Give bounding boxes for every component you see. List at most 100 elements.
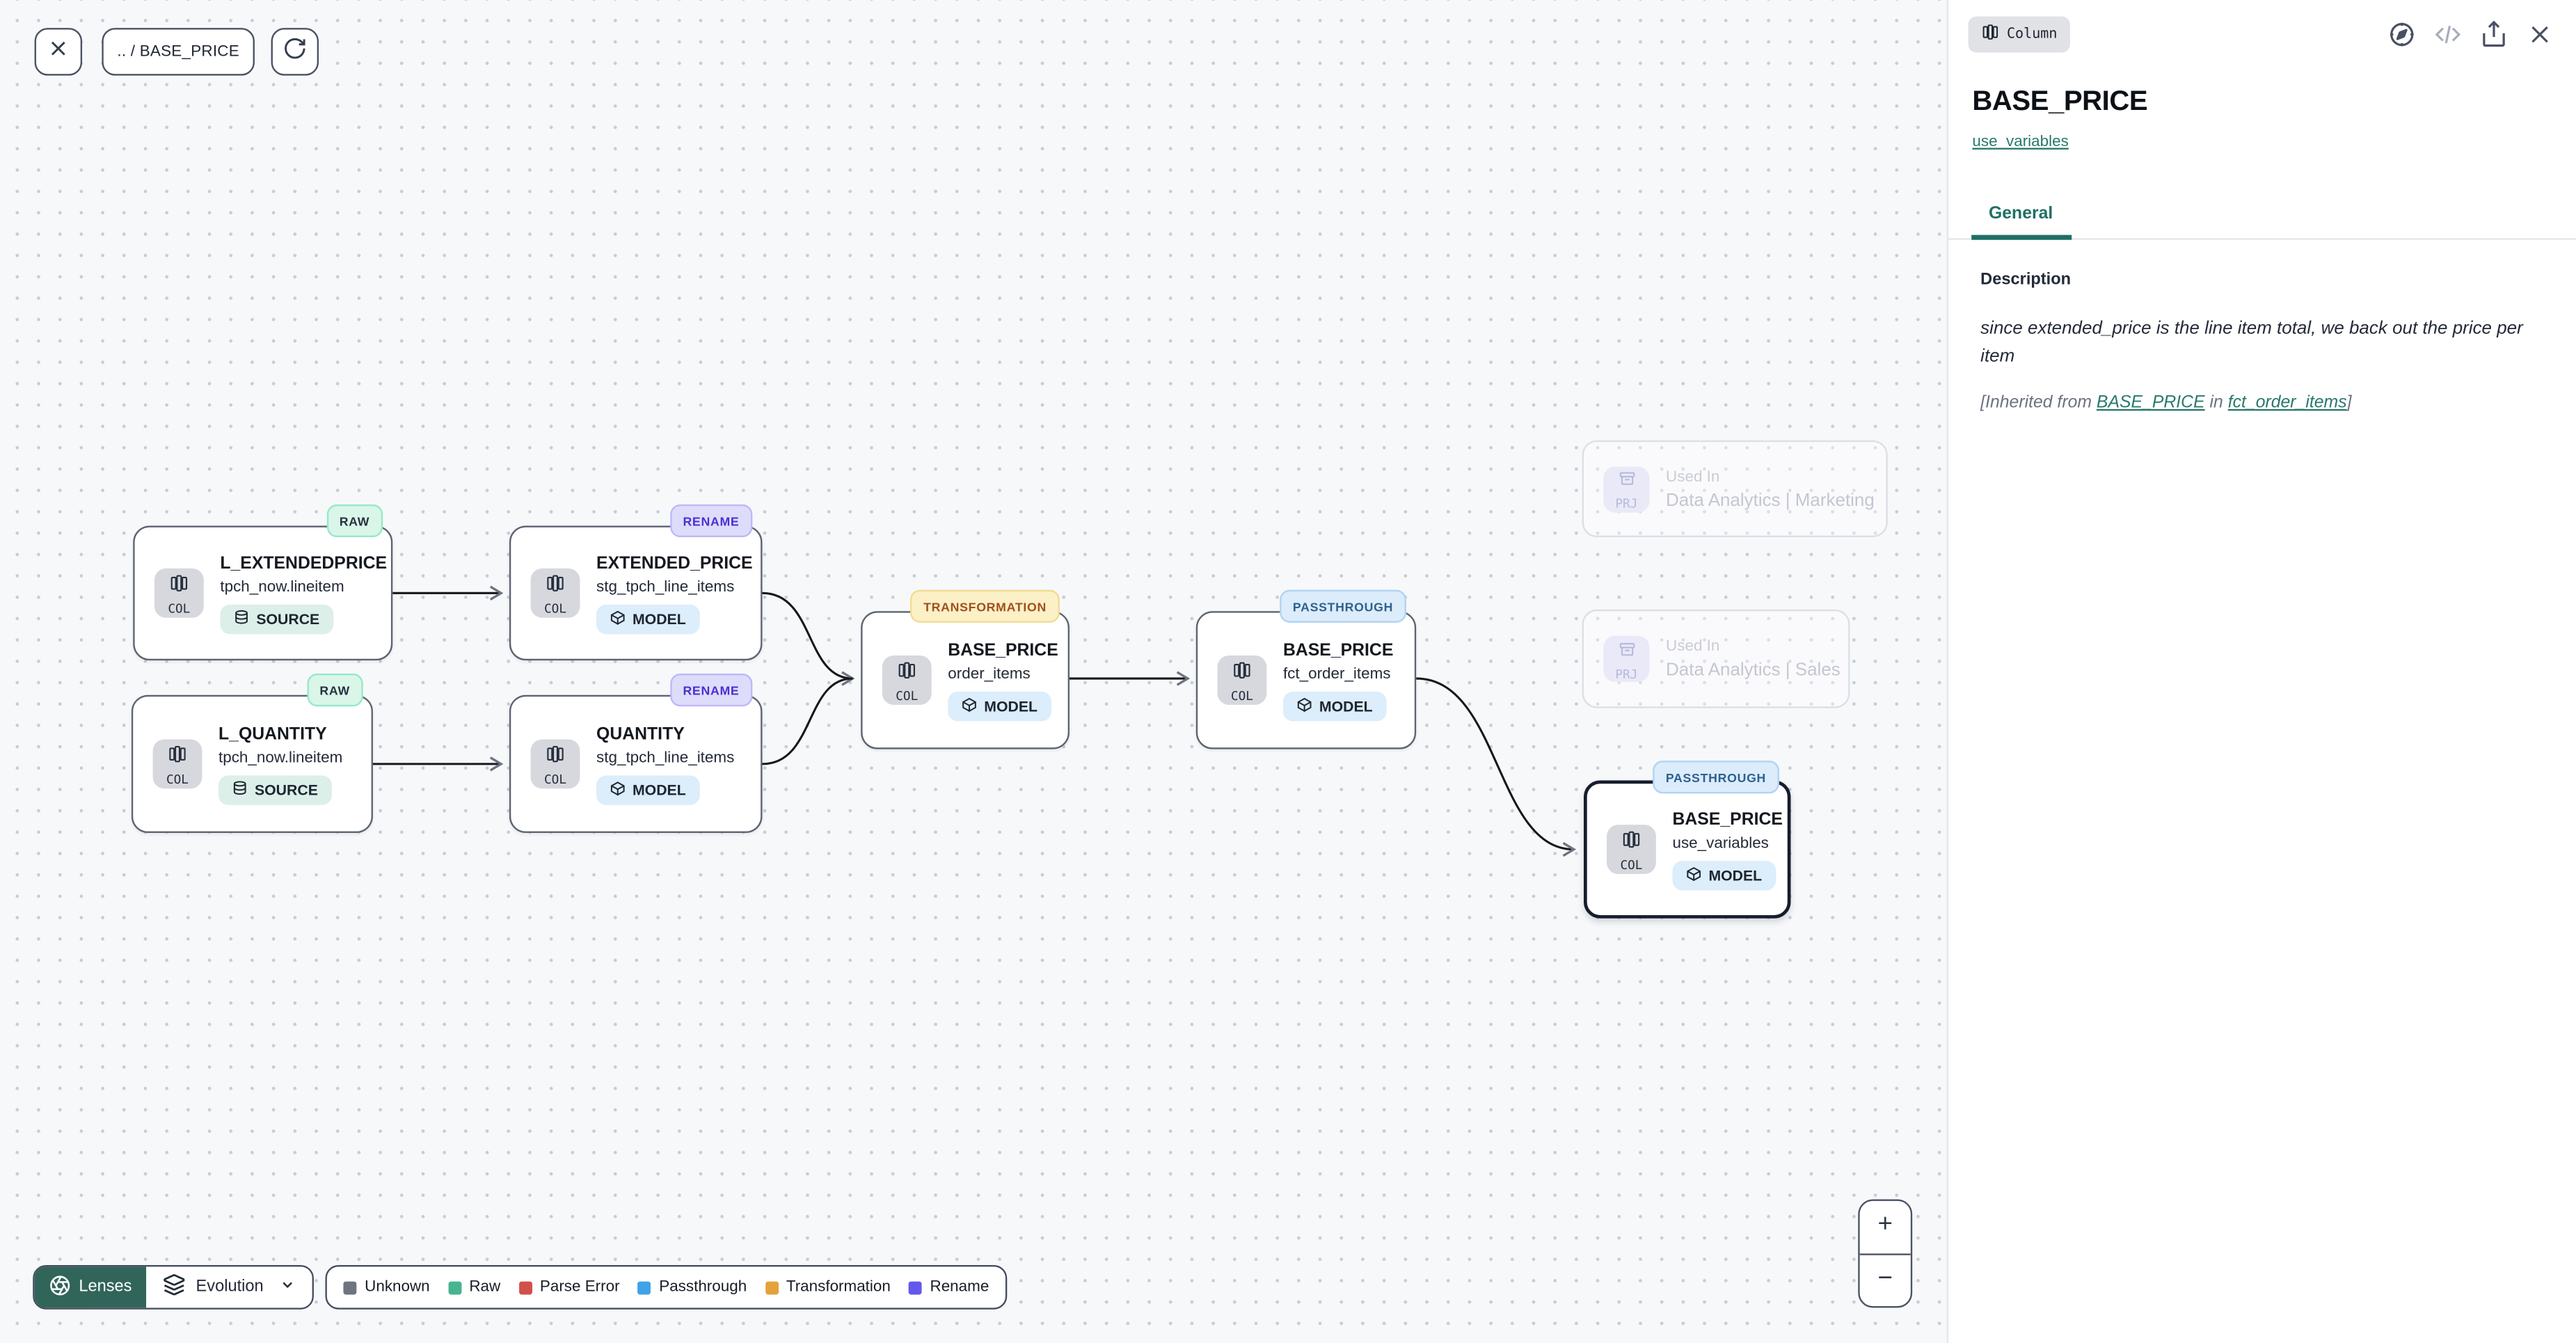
inherited-model-link[interactable]: fct_order_items bbox=[2227, 392, 2347, 413]
database-icon bbox=[232, 779, 248, 799]
breadcrumb[interactable]: .. / BASE_PRICE bbox=[102, 28, 255, 76]
pill-label: SOURCE bbox=[256, 610, 320, 627]
archive-icon bbox=[1617, 637, 1635, 666]
columns-icon bbox=[168, 742, 187, 772]
legend-label: Transformation bbox=[786, 1278, 891, 1296]
model-link[interactable]: use_variables bbox=[1972, 133, 2069, 152]
materialization-pill: MODEL bbox=[1282, 690, 1386, 721]
legend-item: Raw bbox=[447, 1278, 501, 1296]
evolution-badge: PASSTHROUGH bbox=[1652, 761, 1779, 794]
legend-swatch bbox=[637, 1280, 651, 1294]
evolution-badge: RAW bbox=[306, 674, 363, 707]
close-lineage-button[interactable] bbox=[34, 28, 83, 76]
panel-header: Column bbox=[1948, 0, 2576, 53]
legend-label: Passthrough bbox=[659, 1278, 747, 1296]
materialization-pill: SOURCE bbox=[218, 774, 331, 804]
node-subtitle: tpch_now.lineitem bbox=[220, 577, 344, 596]
close-icon bbox=[46, 35, 70, 68]
inherited-prefix: [Inherited from bbox=[1980, 392, 2097, 413]
used-in-node-marketing[interactable]: PRJ Used In Data Analytics | Marketing bbox=[1582, 440, 1888, 538]
node-title: BASE_PRICE bbox=[948, 639, 1058, 660]
lineage-node-l-quantity[interactable]: RAW COL L_QUANTITY tpch_now.lineitem SOU… bbox=[131, 674, 373, 834]
lineage-node-l-extendedprice[interactable]: RAW COL L_EXTENDEDPRICE tpch_now.lineite… bbox=[133, 504, 393, 661]
legend-item: Passthrough bbox=[637, 1278, 747, 1296]
evolution-badge: RENAME bbox=[669, 674, 753, 707]
chevron-down-icon bbox=[273, 1276, 296, 1298]
legend-label: Parse Error bbox=[539, 1278, 620, 1296]
chip-label: COL bbox=[1230, 688, 1253, 703]
entity-type-badge: Column bbox=[1967, 16, 2071, 53]
node-subtitle: use_variables bbox=[1672, 834, 1769, 852]
legend-item: Unknown bbox=[343, 1278, 430, 1296]
chip-label: COL bbox=[1620, 857, 1643, 873]
legend-swatch bbox=[447, 1280, 461, 1294]
columns-icon bbox=[546, 742, 565, 772]
legend-label: Rename bbox=[930, 1278, 989, 1296]
lineage-node-base-price-order-items[interactable]: TRANSFORMATION COL BASE_PRICE order_item… bbox=[861, 589, 1070, 749]
description-body: since extended_price is the line item to… bbox=[1980, 319, 2523, 367]
lens-select[interactable]: Evolution bbox=[146, 1266, 313, 1308]
inherited-note: [Inherited from BASE_PRICE in fct_order_… bbox=[1980, 393, 2543, 413]
legend-item: Transformation bbox=[765, 1278, 891, 1296]
chip-label: COL bbox=[166, 772, 189, 787]
cube-icon bbox=[961, 696, 978, 715]
compass-icon[interactable] bbox=[2385, 19, 2417, 50]
share-icon[interactable] bbox=[2477, 19, 2509, 50]
pill-label: MODEL bbox=[632, 610, 686, 627]
lineage-node-base-price-use-variables[interactable]: PASSTHROUGH COL BASE_PRICE use_variables… bbox=[1584, 761, 1791, 919]
tab-general[interactable]: General bbox=[1971, 194, 2072, 240]
legend-swatch bbox=[765, 1280, 779, 1294]
page-title: BASE_PRICE bbox=[1972, 85, 2148, 117]
column-type-chip: COL bbox=[152, 739, 202, 789]
materialization-pill: MODEL bbox=[596, 774, 699, 804]
close-icon[interactable] bbox=[2523, 19, 2554, 50]
entity-type-label: Column bbox=[2006, 26, 2058, 43]
lenses-button[interactable]: Lenses bbox=[34, 1266, 147, 1308]
details-panel: Column BASE_PRICE use_variables General … bbox=[1946, 0, 2576, 1343]
lenses-label: Lenses bbox=[79, 1278, 132, 1296]
column-type-chip: COL bbox=[530, 568, 580, 618]
node-subtitle: fct_order_items bbox=[1282, 665, 1391, 683]
lineage-node-quantity[interactable]: RENAME COL QUANTITY stg_tpch_line_items … bbox=[509, 674, 763, 834]
zoom-in-button[interactable] bbox=[1860, 1201, 1911, 1253]
lineage-node-base-price-fct-order-items[interactable]: PASSTHROUGH COL BASE_PRICE fct_order_ite… bbox=[1195, 589, 1417, 749]
column-type-chip: COL bbox=[1607, 825, 1656, 875]
used-in-name: Data Analytics | Marketing bbox=[1666, 490, 1875, 511]
materialization-pill: MODEL bbox=[596, 603, 699, 634]
pill-label: SOURCE bbox=[254, 781, 318, 798]
node-subtitle: tpch_now.lineitem bbox=[218, 748, 343, 767]
refresh-icon bbox=[283, 35, 307, 68]
node-title: BASE_PRICE bbox=[1672, 809, 1783, 829]
project-type-chip: PRJ bbox=[1603, 466, 1650, 512]
node-subtitle: stg_tpch_line_items bbox=[596, 748, 735, 767]
cube-icon bbox=[1296, 696, 1313, 715]
inherited-column-link[interactable]: BASE_PRICE bbox=[2096, 392, 2205, 413]
chip-label: PRJ bbox=[1615, 666, 1638, 682]
used-in-node-sales[interactable]: PRJ Used In Data Analytics | Sales bbox=[1582, 609, 1850, 708]
evolution-badge: TRANSFORMATION bbox=[910, 589, 1060, 623]
refresh-button[interactable] bbox=[271, 28, 319, 76]
node-title: L_EXTENDEDPRICE bbox=[220, 553, 388, 573]
legend-item: Parse Error bbox=[518, 1278, 620, 1296]
legend-swatch bbox=[518, 1280, 532, 1294]
legend-label: Raw bbox=[469, 1278, 501, 1296]
node-subtitle: order_items bbox=[948, 665, 1031, 683]
description-heading: Description bbox=[1980, 271, 2072, 289]
breadcrumb-label: .. / BASE_PRICE bbox=[117, 42, 239, 61]
inherited-suffix: ] bbox=[2346, 392, 2352, 413]
columns-icon bbox=[546, 571, 565, 601]
used-in-name: Data Analytics | Sales bbox=[1666, 660, 1840, 681]
panel-actions bbox=[2385, 19, 2554, 50]
evolution-badge: PASSTHROUGH bbox=[1279, 589, 1407, 623]
zoom-out-button[interactable] bbox=[1859, 1253, 1911, 1306]
plus-icon bbox=[1875, 1213, 1896, 1241]
code-icon[interactable] bbox=[2431, 19, 2463, 50]
archive-icon bbox=[1617, 467, 1635, 496]
description-section: Description since extended_price is the … bbox=[1948, 240, 2576, 444]
materialization-pill: MODEL bbox=[948, 690, 1051, 721]
legend-swatch bbox=[908, 1280, 922, 1294]
lens-selected-value: Evolution bbox=[196, 1278, 264, 1296]
lineage-node-extended-price[interactable]: RENAME COL EXTENDED_PRICE stg_tpch_line_… bbox=[509, 504, 763, 661]
lenses-control: Lenses Evolution bbox=[33, 1264, 315, 1310]
node-title: QUANTITY bbox=[596, 724, 685, 744]
